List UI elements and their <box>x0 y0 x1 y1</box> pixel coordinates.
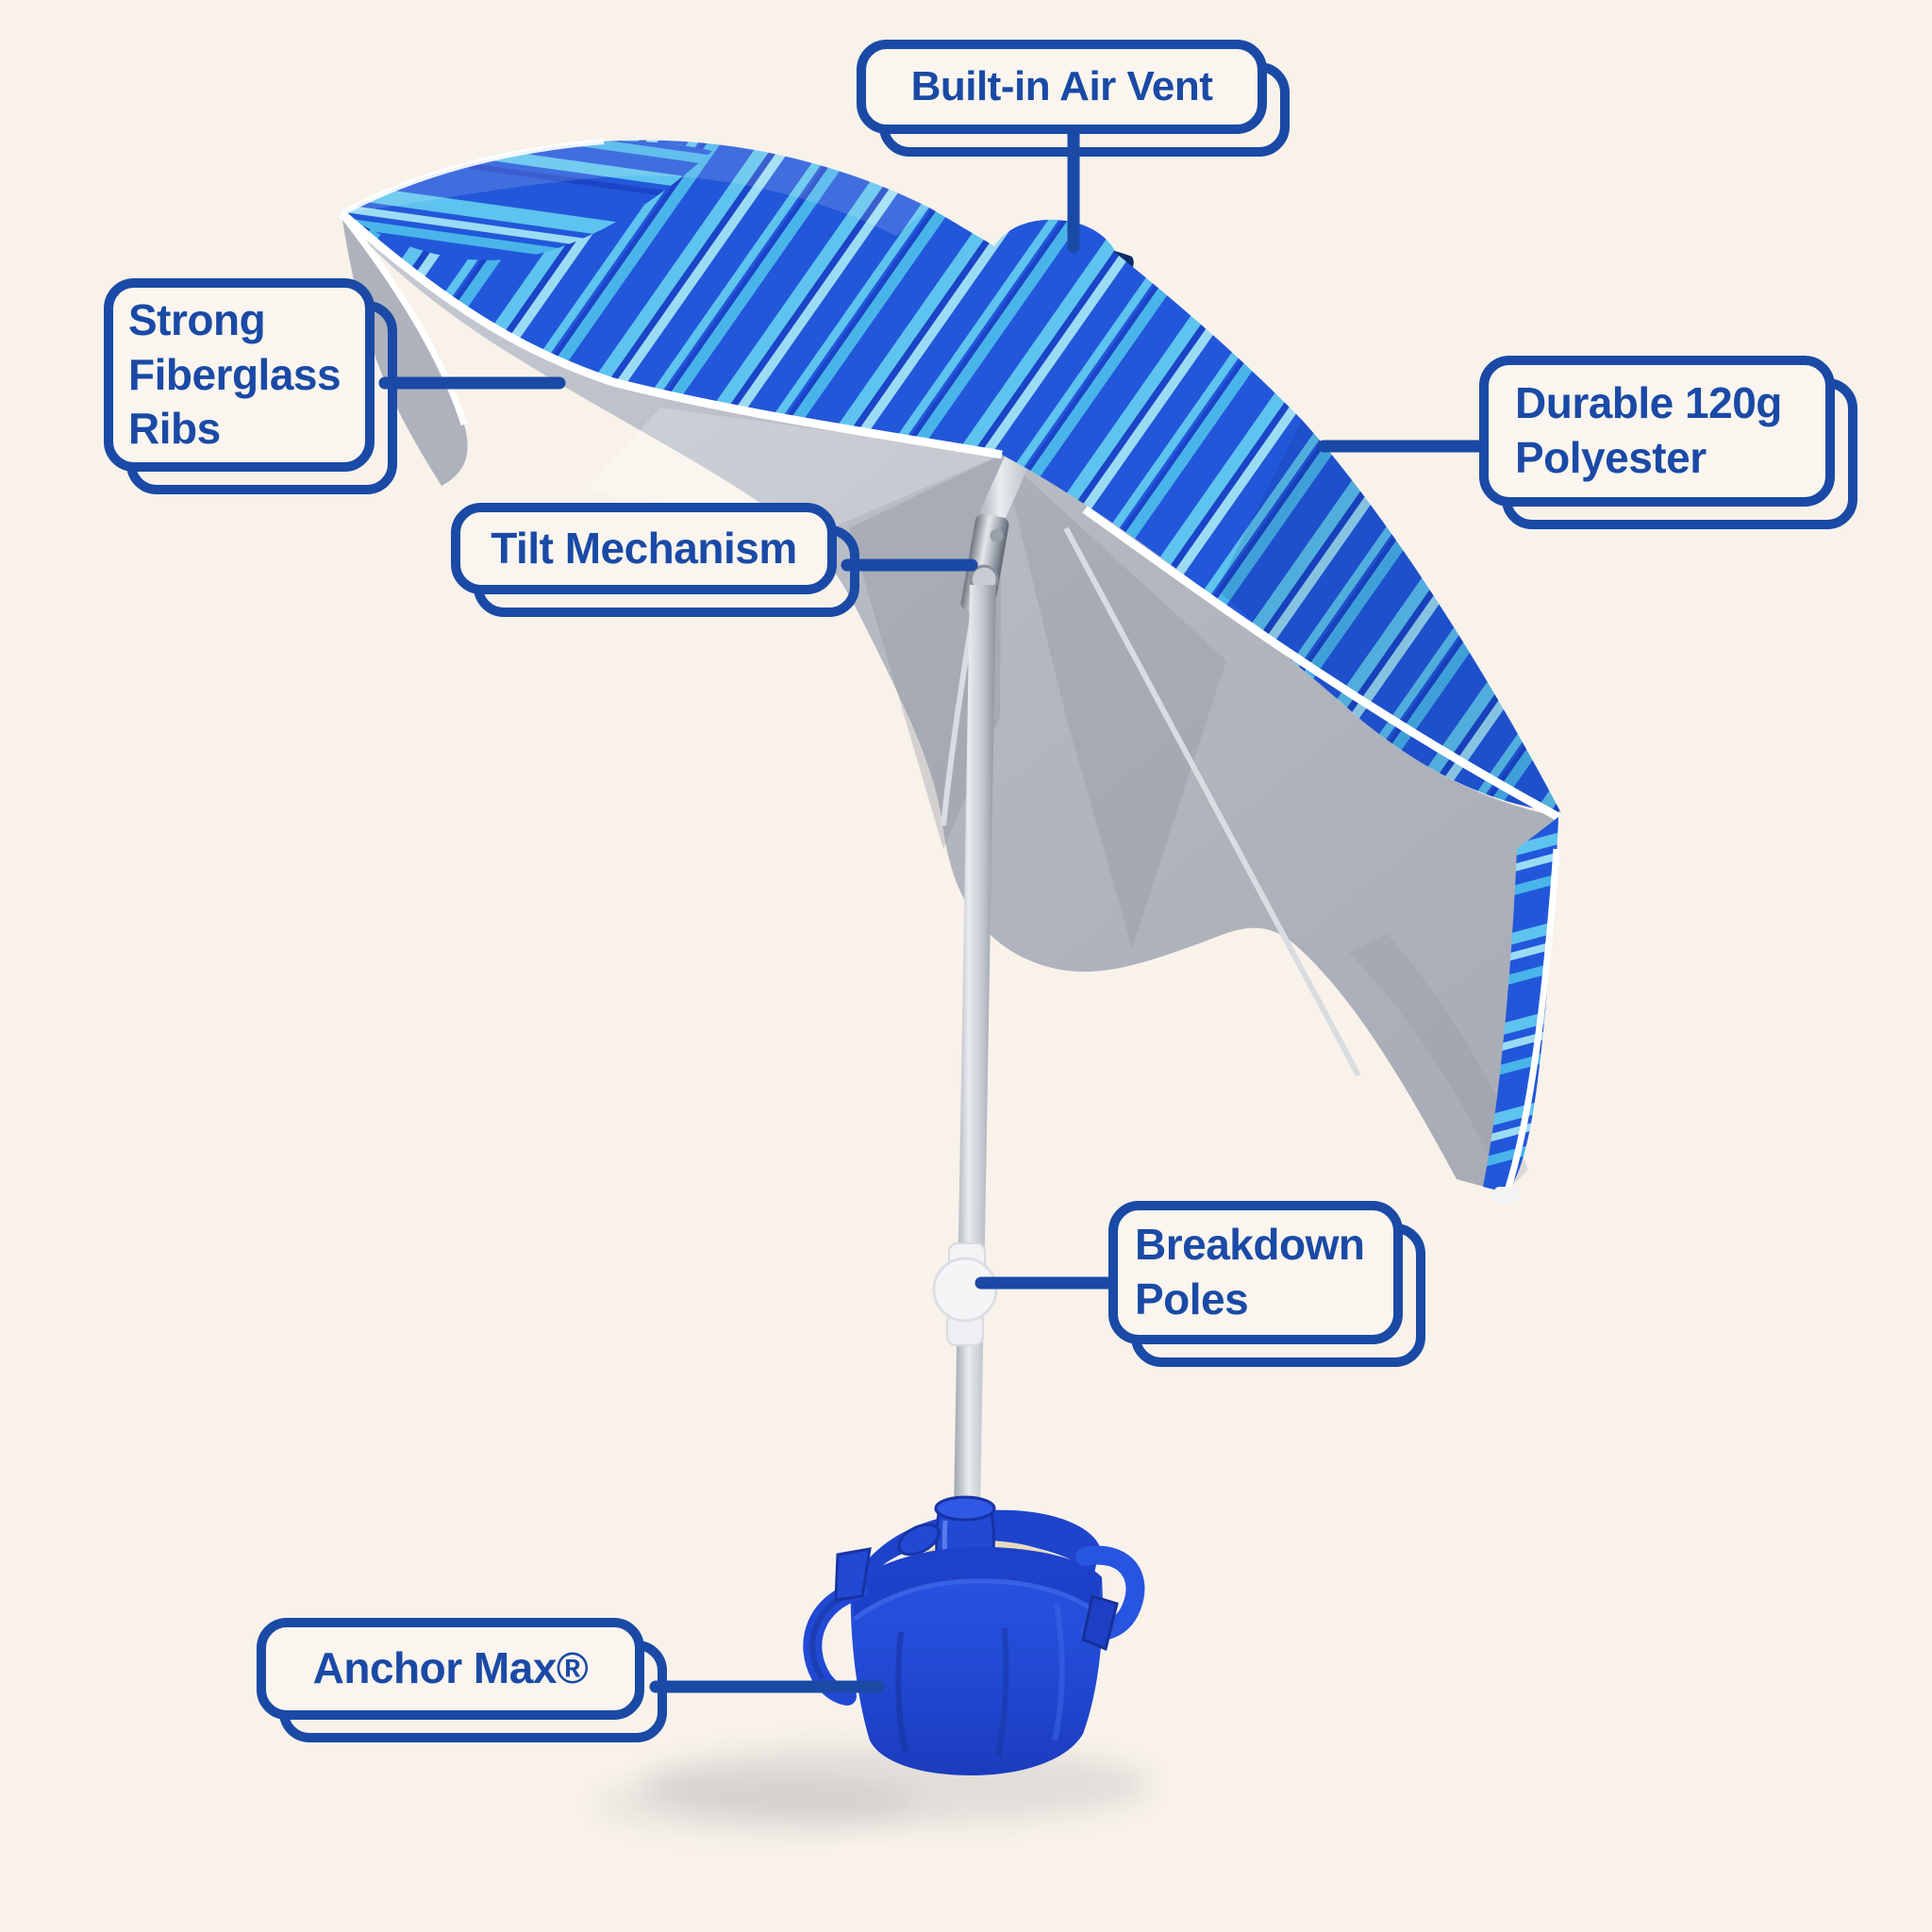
callout-box: Tilt Mechanism <box>451 503 837 594</box>
canopy-trim <box>339 209 1003 459</box>
callout-text: Strong <box>128 294 266 344</box>
canopy-trim <box>1082 506 1561 821</box>
callout-text: Fiberglass <box>128 349 341 399</box>
callout-tilt-mechanism: Tilt Mechanism <box>451 503 859 617</box>
pole-connector <box>932 1242 998 1346</box>
callout-text: Polyester <box>1515 433 1707 482</box>
callout-box: Anchor Max® <box>257 1618 644 1720</box>
umbrella-underside <box>341 213 1558 1192</box>
callout-text: Anchor Max® <box>312 1643 589 1693</box>
sand-anchor-bag <box>803 1495 1145 1775</box>
canopy-trim <box>340 139 605 216</box>
callout-text: Ribs <box>128 404 221 454</box>
umbrella-pole-lower <box>932 585 998 1514</box>
callout-text: Breakdown <box>1135 1220 1365 1270</box>
bag-handle-right <box>1075 1545 1145 1652</box>
callout-text: Built-in Air Vent <box>910 63 1213 110</box>
callout-anchor-max: Anchor Max® <box>257 1618 667 1742</box>
fiberglass-rib <box>1063 526 1361 1077</box>
callout-text: Tilt Mechanism <box>491 523 797 573</box>
air-vent-flap <box>991 219 1115 253</box>
callout-box: Built-in Air Vent <box>857 40 1267 134</box>
leader-lines <box>378 125 1495 1693</box>
callout-text: Durable 120g <box>1515 378 1782 428</box>
ground-shadow <box>594 1745 1151 1832</box>
canopy-trim <box>339 210 468 426</box>
callout-built-in-air-vent: Built-in Air Vent <box>857 40 1290 157</box>
canopy-right-drape-edge <box>1483 817 1560 1202</box>
callout-text: Poles <box>1135 1274 1249 1324</box>
umbrella-canopy <box>339 139 1561 821</box>
edge-tassel <box>1494 1187 1519 1202</box>
